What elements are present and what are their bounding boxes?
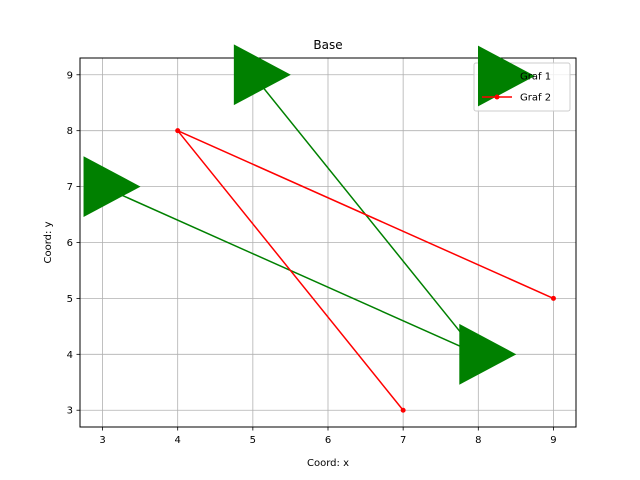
legend-label: Graf 1 (520, 72, 551, 83)
grid-lines (80, 58, 576, 427)
x-tick-label: 4 (175, 435, 181, 446)
chart-title: Base (313, 38, 342, 52)
legend-item: Graf 2 (482, 93, 551, 104)
legend-item: Graf 1 (478, 45, 551, 107)
legend-swatch-marker (478, 45, 535, 107)
y-tick-label: 5 (67, 294, 73, 305)
legend-swatch-marker (494, 94, 500, 100)
series-2-point (550, 295, 556, 301)
x-tick-label: 5 (250, 435, 256, 446)
series-1-point (233, 44, 291, 106)
x-tick-label: 3 (99, 435, 105, 446)
legend: Graf 1 Graf 2 (473, 45, 571, 112)
y-tick-label: 9 (67, 70, 73, 81)
marker-layer (83, 44, 556, 413)
x-tick-label: 6 (325, 435, 331, 446)
legend-label: Graf 2 (520, 93, 551, 104)
y-tick-label: 4 (67, 350, 73, 361)
y-tick-label: 7 (67, 182, 73, 193)
y-tick-label: 6 (67, 238, 73, 249)
series-2-point (400, 407, 406, 413)
series-1-point (459, 323, 517, 385)
x-tick-label: 8 (475, 435, 481, 446)
y-tick-label: 3 (67, 406, 73, 417)
x-tick-label: 7 (400, 435, 406, 446)
series-1-point (83, 156, 141, 217)
y-axis-label: Coord: y (43, 221, 54, 263)
axis-ticks: 3 4 5 6 7 8 9 3 4 5 6 7 8 9 (67, 70, 557, 446)
x-axis-label: Coord: x (307, 458, 349, 469)
x-tick-label: 9 (550, 435, 556, 446)
series-2-point (175, 128, 181, 134)
y-tick-label: 8 (67, 126, 73, 137)
